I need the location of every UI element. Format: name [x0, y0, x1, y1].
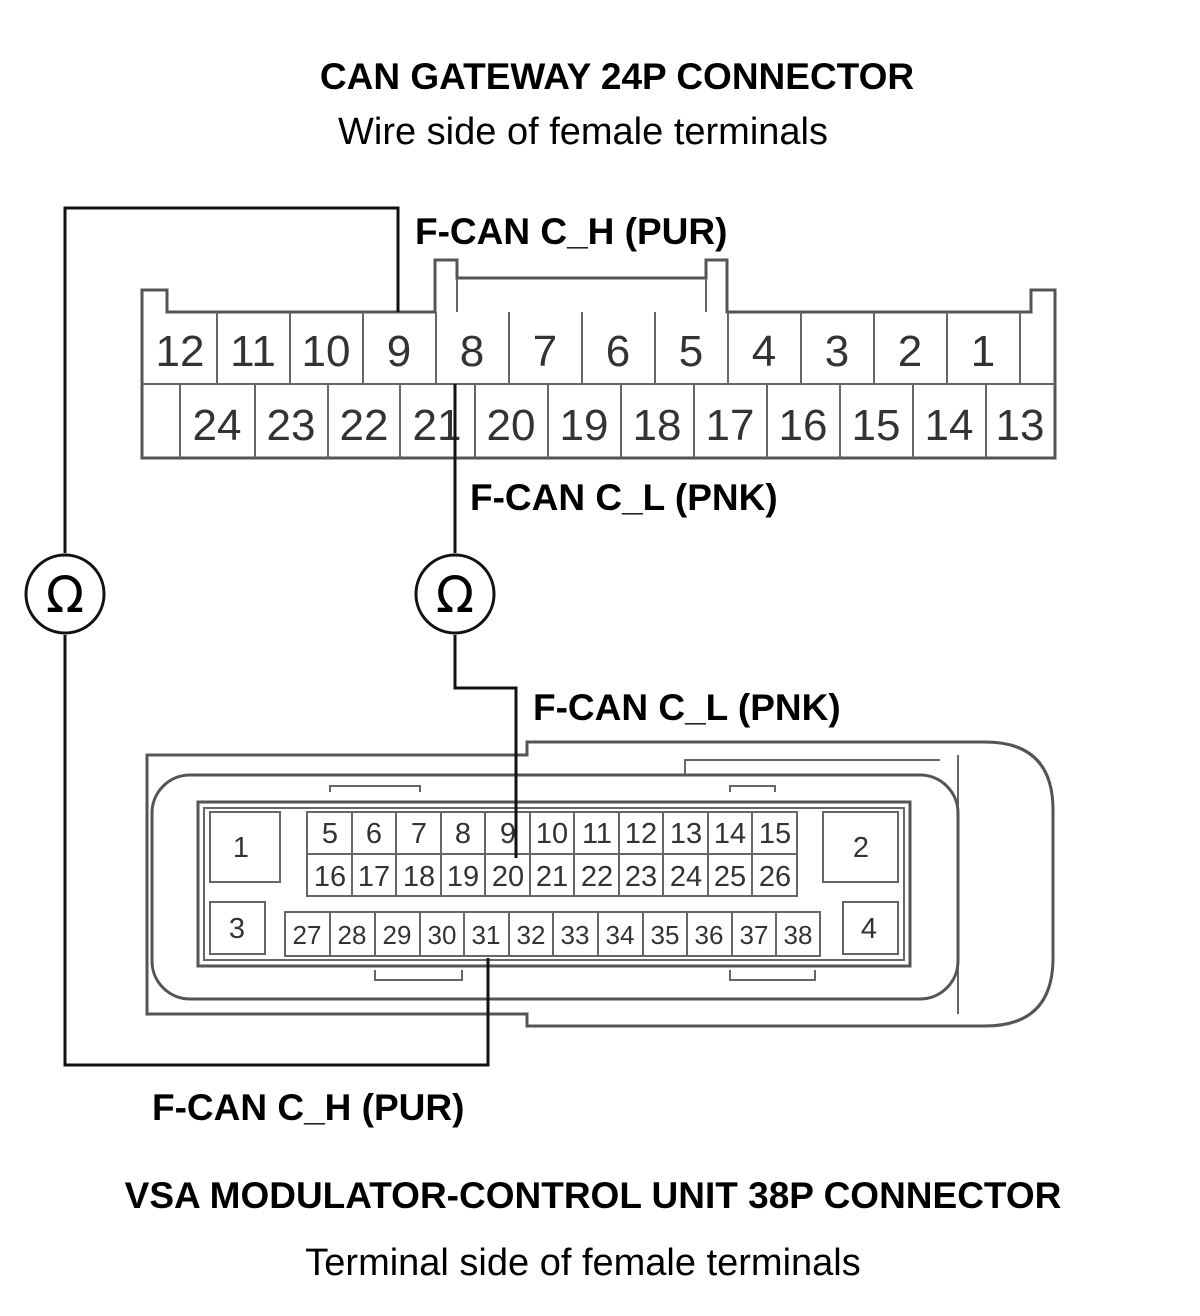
- gateway-pin-6: 6: [606, 327, 630, 376]
- ohm-symbol-right: Ω: [436, 566, 474, 624]
- gateway-pin-10: 10: [302, 327, 351, 376]
- vsa-pin-1: 1: [233, 832, 249, 864]
- vsa-lower-grid-dividers: [329, 912, 777, 956]
- vsa-pin-29: 29: [383, 920, 412, 950]
- label-vsa-can-l: F-CAN C_L (PNK): [533, 687, 841, 728]
- vsa-pin-8: 8: [455, 818, 471, 850]
- gateway-top-row-dividers: [216, 312, 1021, 384]
- gateway-pin-15: 15: [852, 401, 901, 450]
- vsa-pin-28: 28: [338, 920, 367, 950]
- vsa-pin-9: 9: [500, 818, 516, 850]
- vsa-pin-16: 16: [314, 861, 346, 893]
- gateway-bottom-row-dividers: [179, 384, 987, 458]
- wire-can-h: [63, 206, 490, 1067]
- gateway-pin-1: 1: [971, 327, 995, 376]
- vsa-pin-31: 31: [472, 920, 501, 950]
- gateway-pin-2: 2: [898, 327, 922, 376]
- vsa-pin-23: 23: [625, 861, 657, 893]
- wire-can-l: [453, 384, 518, 858]
- vsa-pin-7: 7: [411, 818, 427, 850]
- gateway-pin-17: 17: [706, 401, 755, 450]
- vsa-pin-15: 15: [759, 818, 791, 850]
- gateway-pin-24: 24: [193, 401, 242, 450]
- gateway-pin-13: 13: [996, 401, 1045, 450]
- ohm-symbol-left: Ω: [46, 566, 84, 624]
- vsa-upper-grid-dividers: [351, 812, 753, 896]
- vsa-pin-38: 38: [784, 920, 813, 950]
- gateway-pin-4: 4: [752, 327, 776, 376]
- gateway-pin-5: 5: [679, 327, 703, 376]
- gateway-pin-20: 20: [487, 401, 536, 450]
- gateway-pin-9: 9: [387, 327, 411, 376]
- vsa-pin-25: 25: [714, 861, 746, 893]
- vsa-pin-14: 14: [714, 818, 746, 850]
- gateway-pin-8: 8: [460, 327, 484, 376]
- vsa-pin-12: 12: [625, 818, 657, 850]
- gateway-pin-22: 22: [340, 401, 389, 450]
- vsa-pin-3: 3: [229, 913, 245, 945]
- vsa-pin-35: 35: [651, 920, 680, 950]
- vsa-pin-19: 19: [447, 861, 479, 893]
- vsa-pin-33: 33: [561, 920, 590, 950]
- gateway-pin-3: 3: [825, 327, 849, 376]
- vsa-connector-subtitle: Terminal side of female terminals: [305, 1242, 860, 1284]
- vsa-pin-21: 21: [536, 861, 568, 893]
- gateway-connector-subtitle: Wire side of female terminals: [338, 111, 828, 153]
- gateway-pin-16: 16: [779, 401, 828, 450]
- vsa-pin-20: 20: [492, 861, 524, 893]
- label-vsa-can-h: F-CAN C_H (PUR): [152, 1087, 464, 1128]
- label-gateway-can-l: F-CAN C_L (PNK): [470, 477, 778, 518]
- gateway-pin-7: 7: [533, 327, 557, 376]
- vsa-pin-18: 18: [403, 861, 435, 893]
- gateway-pin-23: 23: [267, 401, 316, 450]
- vsa-pin-17: 17: [358, 861, 390, 893]
- vsa-pin-30: 30: [428, 920, 457, 950]
- gateway-pin-11: 11: [230, 327, 276, 376]
- vsa-pin-37: 37: [740, 920, 769, 950]
- vsa-pin-26: 26: [759, 861, 791, 893]
- vsa-pin-10: 10: [536, 818, 568, 850]
- gateway-pin-21: 21: [413, 401, 462, 450]
- vsa-connector: 1 2 3 4 5 6 7 8 9 10 11 12 13 14 15 16 1…: [145, 740, 1055, 1028]
- vsa-pin-11: 11: [582, 818, 612, 850]
- gateway-pin-18: 18: [633, 401, 682, 450]
- vsa-pin-22: 22: [581, 861, 613, 893]
- gateway-pin-14: 14: [925, 401, 974, 450]
- vsa-pin-2: 2: [853, 832, 869, 864]
- vsa-pin-6: 6: [366, 818, 382, 850]
- gateway-pin-12: 12: [156, 327, 205, 376]
- vsa-connector-title: VSA MODULATOR-CONTROL UNIT 38P CONNECTOR: [125, 1175, 1062, 1216]
- vsa-pin-24: 24: [670, 861, 702, 893]
- gateway-pin-19: 19: [560, 401, 609, 450]
- gateway-connector-title: CAN GATEWAY 24P CONNECTOR: [320, 56, 914, 97]
- ohmmeter-left-icon: Ω: [24, 553, 106, 635]
- vsa-pin-27: 27: [293, 920, 322, 950]
- vsa-pin-13: 13: [670, 818, 702, 850]
- vsa-pin-34: 34: [606, 920, 635, 950]
- vsa-pin-36: 36: [695, 920, 724, 950]
- label-gateway-can-h: F-CAN C_H (PUR): [415, 211, 727, 252]
- vsa-pin-5: 5: [322, 818, 338, 850]
- ohmmeter-right-icon: Ω: [414, 553, 496, 635]
- vsa-pin-32: 32: [517, 920, 546, 950]
- vsa-pin-4: 4: [861, 913, 877, 945]
- gateway-connector: 12 11 10 9 8 7 6 5 4 3 2 1 24 23 22 21 2…: [140, 258, 1057, 460]
